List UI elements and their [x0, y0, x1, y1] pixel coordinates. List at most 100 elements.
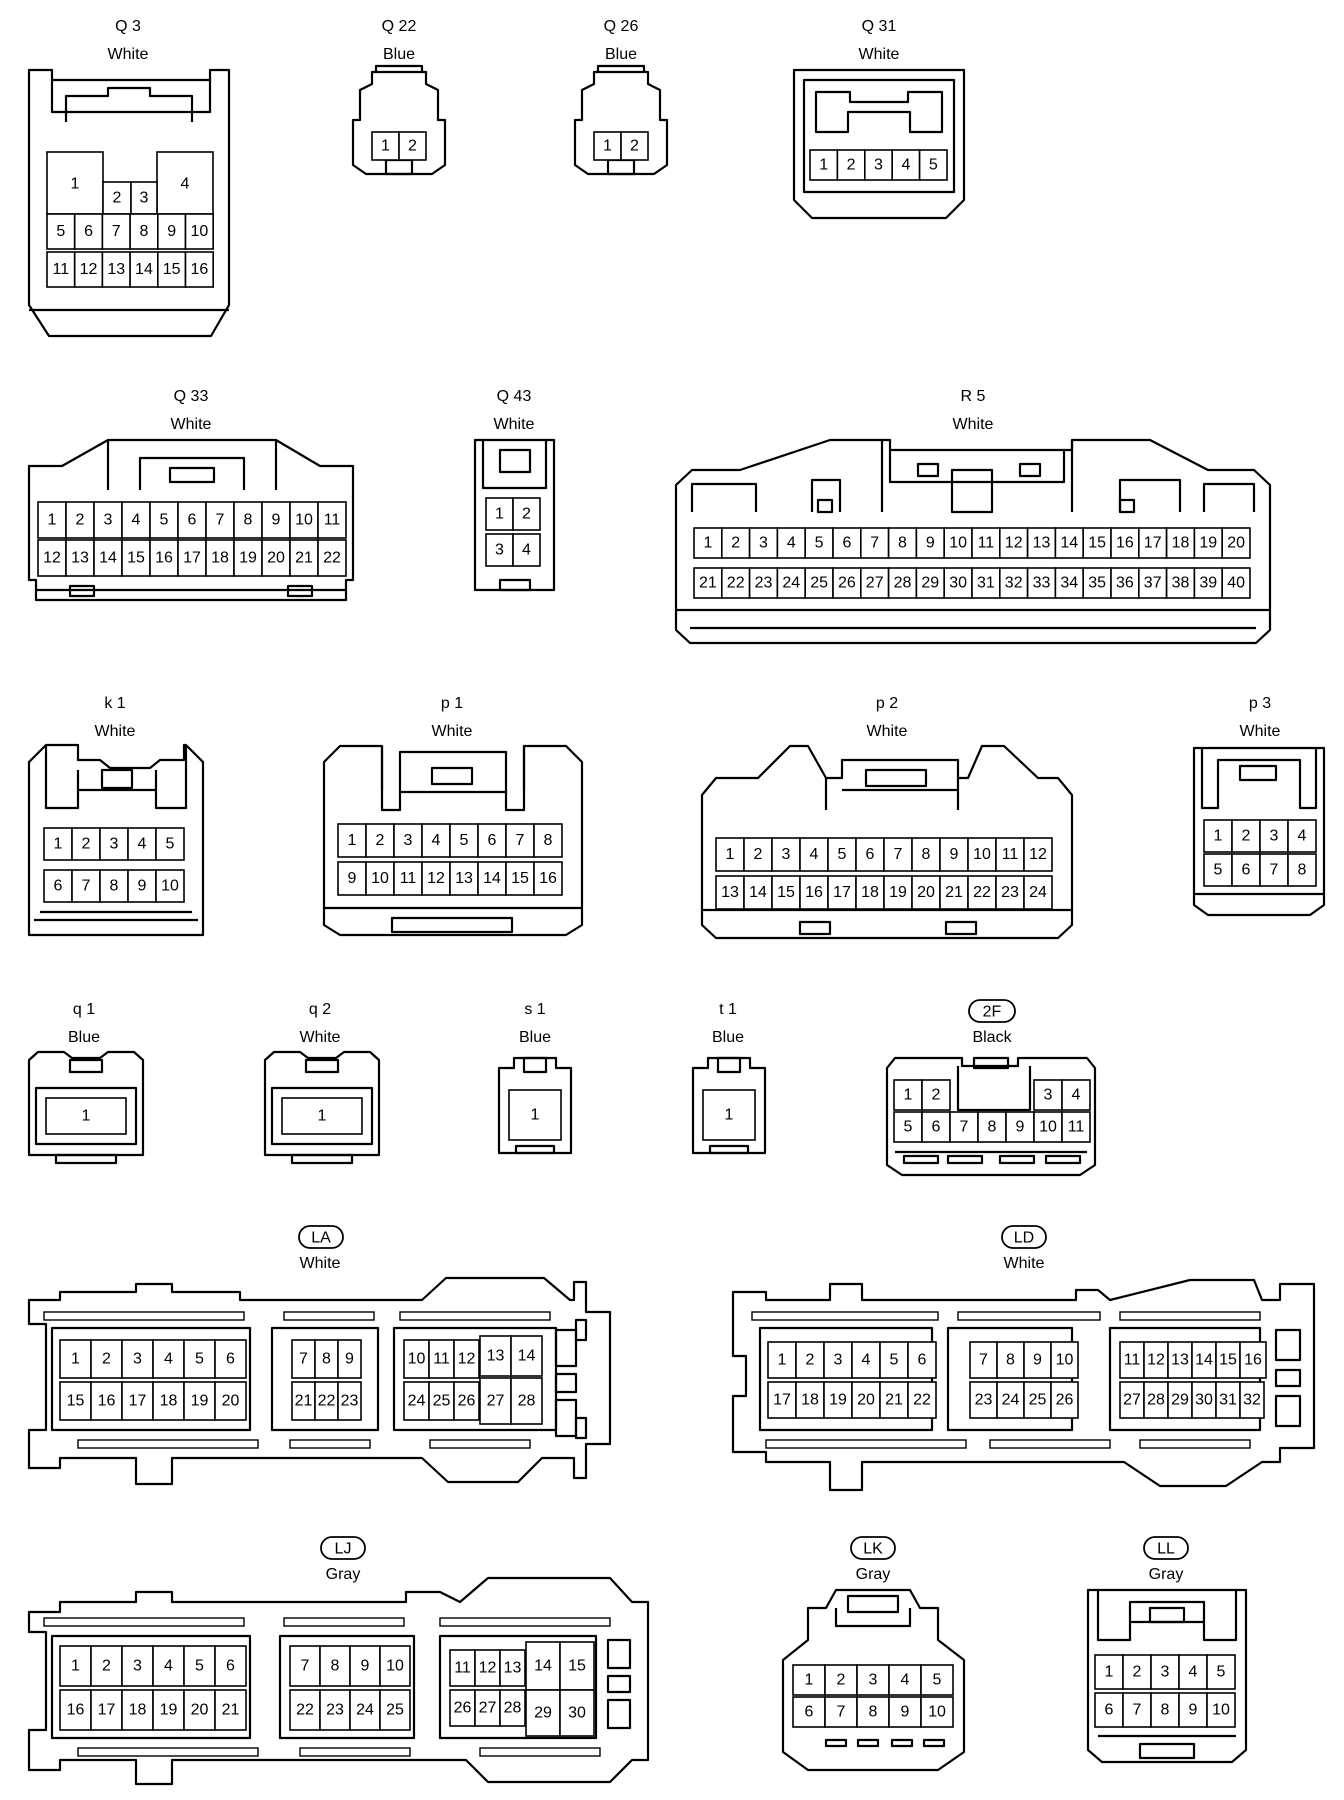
pin-cell [1178, 1654, 1208, 1690]
pin: 11 [324, 512, 341, 529]
pin-cell [477, 823, 507, 858]
pin-cell [804, 527, 834, 559]
pin: 17 [1144, 535, 1162, 552]
pin: 7 [299, 1351, 308, 1368]
pin-cell [921, 1111, 951, 1143]
pin: 11 [433, 1351, 450, 1368]
connector-lj: LJ Gray [27, 1536, 650, 1786]
pin-cell [995, 837, 1025, 872]
pin: 6 [805, 1704, 814, 1721]
pin-cell [1061, 1111, 1091, 1143]
pin: 2 [76, 512, 85, 529]
pin-cell [856, 1664, 890, 1696]
pin: 28 [518, 1393, 536, 1410]
pin: 32 [1005, 575, 1023, 592]
pin: 14 [1195, 1352, 1213, 1369]
pin-cell [349, 1645, 381, 1687]
pin-cell [943, 527, 973, 559]
pin-cell [859, 567, 890, 599]
pin: 8 [988, 1119, 997, 1136]
pin: 11 [978, 535, 995, 552]
pin: 3 [1044, 1087, 1053, 1104]
pin-cell [969, 1341, 998, 1379]
pin: 1 [531, 1107, 540, 1124]
connector-id: Q 31 [862, 18, 897, 35]
pin: 1 [1105, 1664, 1114, 1681]
connector-code-badge [850, 1536, 896, 1560]
pin: 9 [1016, 1119, 1025, 1136]
connector-color: White [494, 416, 535, 433]
pin: 5 [890, 1352, 899, 1369]
pin: 4 [138, 836, 147, 853]
connector-id: s 1 [524, 1001, 545, 1018]
pin-cell [1287, 853, 1317, 887]
pin: 5 [815, 535, 824, 552]
pin-cell [183, 1689, 216, 1731]
pin-cell [969, 1381, 998, 1419]
pin: 21 [699, 575, 717, 592]
pin: 8 [322, 1351, 331, 1368]
pin: 2 [113, 190, 122, 207]
connector-color: White [1240, 723, 1281, 740]
pin: 20 [917, 884, 935, 901]
connector-code-badge [968, 999, 1016, 1023]
pin-cell [851, 1341, 881, 1379]
pin: 30 [949, 575, 967, 592]
pin-cell [129, 213, 159, 250]
pin: 6 [866, 846, 875, 863]
pin-cell [1005, 1111, 1035, 1143]
pin: 11 [53, 261, 70, 278]
pin: 6 [188, 512, 197, 529]
pin-cell [1231, 853, 1261, 887]
pin: 8 [898, 535, 907, 552]
pin-cell [184, 251, 215, 288]
pin: 14 [483, 870, 501, 887]
connector-color: Blue [712, 1029, 744, 1046]
pin: 11 [1068, 1119, 1085, 1136]
pin-cell [920, 1696, 954, 1728]
pin-cell [289, 1689, 321, 1731]
connector-color: White [95, 723, 136, 740]
connector-code-badge [320, 1536, 366, 1560]
pin: 19 [191, 1393, 209, 1410]
pin: 1 [495, 506, 504, 523]
pin: 6 [84, 223, 93, 240]
pin: 29 [534, 1705, 552, 1722]
pin-cell [152, 1645, 185, 1687]
pin-cell [767, 1381, 797, 1419]
pin: 16 [1116, 535, 1134, 552]
pin: 10 [973, 846, 991, 863]
pin: 3 [133, 1351, 142, 1368]
pin: 7 [1133, 1702, 1142, 1719]
pin-cell [1143, 1381, 1169, 1419]
pin-cell [1119, 1381, 1145, 1419]
pin: 13 [1033, 535, 1051, 552]
pin: 2 [522, 506, 531, 523]
pin-cell [1033, 1079, 1063, 1111]
pin-cell [71, 869, 101, 903]
connector-q22: Q 22 Blue [351, 18, 447, 176]
pin: 8 [331, 1658, 340, 1675]
pin-cell [824, 1696, 858, 1728]
pin: 15 [568, 1658, 586, 1675]
pin-cell [371, 131, 400, 161]
pin-cell [37, 501, 67, 539]
pin-cell [1050, 1341, 1079, 1379]
pin: 27 [1123, 1392, 1141, 1409]
pin: 8 [110, 878, 119, 895]
pin: 1 [71, 1351, 80, 1368]
pin-cell [1167, 1341, 1193, 1379]
pin: 14 [518, 1348, 536, 1365]
pin: 15 [1088, 535, 1106, 552]
pin: 2 [82, 836, 91, 853]
pin: 7 [82, 878, 91, 895]
connector-color: Blue [68, 1029, 100, 1046]
connector-color: Black [972, 1029, 1012, 1046]
pin: 19 [1199, 535, 1217, 552]
pin: 5 [166, 836, 175, 853]
pin-cell [1287, 819, 1317, 853]
pin: 16 [539, 870, 557, 887]
pin-cell [152, 1381, 185, 1421]
pin-cell [512, 497, 541, 531]
pin-cell [525, 1689, 561, 1737]
